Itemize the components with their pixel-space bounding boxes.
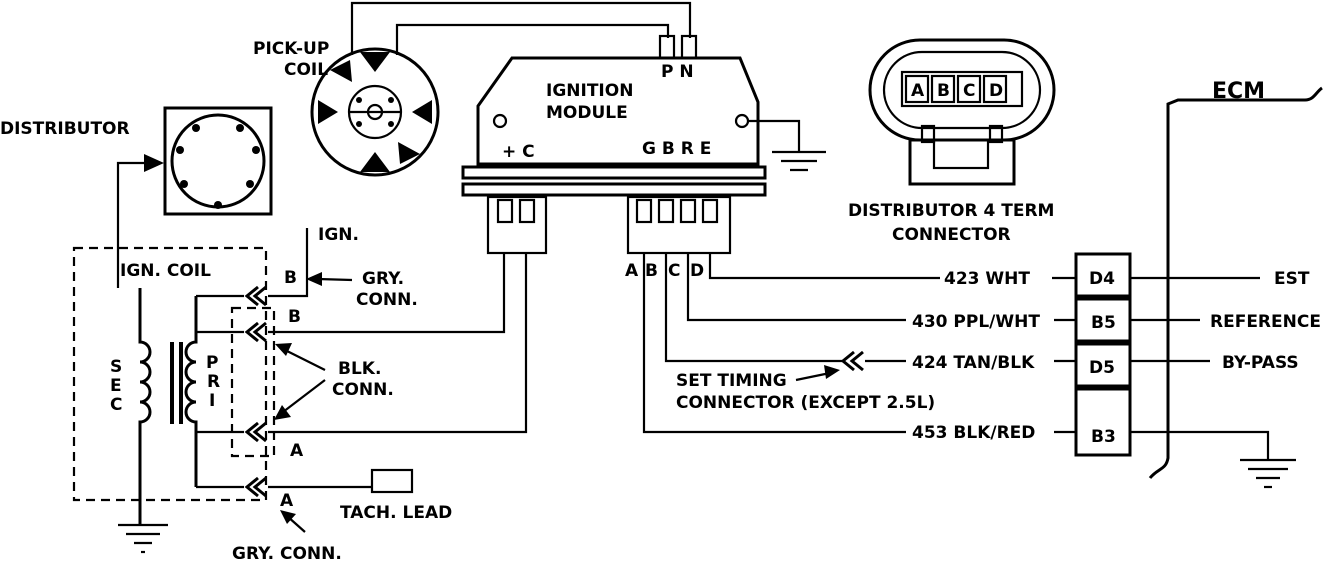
wire-label-424: 424 TAN/BLK	[912, 353, 1035, 373]
dist-conn-pin-b: B	[937, 81, 950, 101]
arrow-icon	[280, 510, 296, 524]
dist-conn-pin-d: D	[989, 81, 1003, 101]
gry-conn-top-label-2: CONN.	[356, 290, 418, 310]
pin-c-label: C	[668, 261, 680, 281]
ecm-function-est: EST	[1274, 269, 1310, 289]
sec-label-s: S	[110, 357, 122, 377]
a-bottom-label: A	[280, 491, 294, 511]
arrow-icon	[144, 154, 164, 172]
module-label-2: MODULE	[546, 103, 628, 123]
ecm-terminal-d4: D4	[1089, 269, 1115, 289]
wire-label-430: 430 PPL/WHT	[912, 312, 1040, 332]
ecm-label: ECM	[1212, 79, 1265, 104]
ecm-terminal-b5: B5	[1091, 313, 1116, 333]
ign-coil-windings	[138, 288, 244, 525]
pickup-coil	[310, 47, 440, 177]
gbre-label: G B R E	[642, 139, 711, 159]
wire-label-423: 423 WHT	[944, 269, 1030, 289]
pin-b-label: B	[645, 261, 658, 281]
sec-label-e: E	[110, 376, 122, 396]
distributor-4-term-connector	[868, 38, 1056, 186]
pri-label-i: I	[209, 391, 215, 411]
ground-icon	[118, 523, 168, 554]
tach-lead-label: TACH. LEAD	[340, 503, 452, 523]
gry-conn-bottom-label: GRY. CONN.	[232, 544, 342, 562]
wire-label-453: 453 BLK/RED	[912, 423, 1035, 443]
ign-coil-outline	[72, 246, 268, 502]
ecm-boundary	[1148, 86, 1323, 479]
ecm-function-bypass: BY-PASS	[1222, 353, 1299, 373]
arrow-icon	[274, 405, 291, 420]
connector-chevrons	[244, 285, 267, 498]
gry-conn-top-label-1: GRY.	[362, 269, 404, 289]
set-timing-label-1: SET TIMING	[676, 371, 787, 391]
distributor-label: DISTRIBUTOR	[0, 119, 130, 139]
dist-connector-label-2: CONNECTOR	[892, 225, 1011, 245]
pri-label-p: P	[206, 353, 218, 373]
dist-connector-label-1: DISTRIBUTOR 4 TERM	[848, 201, 1054, 221]
a-mid-label: A	[290, 441, 304, 461]
pin-a-label: A	[625, 261, 639, 281]
dist-conn-pin-c: C	[963, 81, 975, 101]
arrow-icon	[275, 343, 292, 356]
ecm-terminal-b3: B3	[1091, 427, 1116, 447]
arrow-icon	[306, 272, 322, 286]
ecm-function-reference: REFERENCE	[1210, 312, 1321, 332]
pickup-coil-label-1: PICK-UP	[253, 39, 329, 59]
pin-d-label: D	[690, 261, 704, 281]
tach-lead-terminal	[370, 468, 414, 494]
pn-label: P N	[661, 62, 694, 82]
blk-conn-outline	[230, 306, 276, 458]
set-timing-connector	[840, 350, 906, 372]
ground-icon	[1240, 458, 1296, 489]
set-timing-label-2: CONNECTOR (EXCEPT 2.5L)	[676, 393, 935, 413]
blk-conn-label-1: BLK.	[338, 359, 381, 379]
ecm-terminal-d5: D5	[1089, 358, 1115, 378]
b-mid-label: B	[288, 307, 301, 327]
ign-coil-label: IGN. COIL	[120, 261, 211, 281]
b-top-label: B	[284, 268, 297, 288]
ground-icon	[772, 150, 826, 172]
plus-c-label: + C	[502, 142, 535, 162]
pickup-coil-label-2: COIL	[284, 60, 328, 80]
distributor	[163, 106, 273, 216]
blk-conn-label-2: CONN.	[332, 380, 394, 400]
module-label-1: IGNITION	[546, 81, 633, 101]
ign-label: IGN.	[318, 225, 359, 245]
dist-conn-pin-a: A	[911, 81, 925, 101]
arrow-icon	[824, 365, 840, 379]
pri-label-r: R	[207, 372, 220, 392]
ecm-terminal-block	[1074, 252, 1132, 457]
sec-label-c: C	[110, 395, 122, 415]
